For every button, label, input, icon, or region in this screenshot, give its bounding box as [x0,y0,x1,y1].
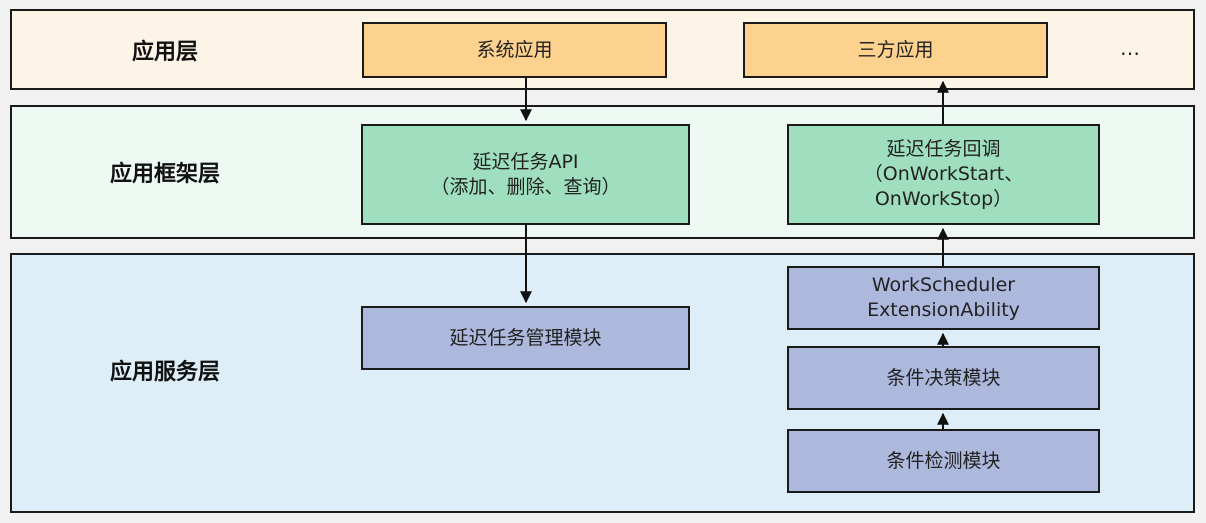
work-scheduler-ability-box: WorkScheduler ExtensionAbility [787,266,1100,330]
more-apps-ellipsis: … [1120,36,1140,60]
deferred-task-manager-box: 延迟任务管理模块 [361,306,690,370]
service-layer-label: 应用服务层 [109,360,220,385]
condition-decision-box: 条件决策模块 [787,346,1100,410]
condition-decision-label: 条件决策模块 [886,366,1001,389]
condition-detection-label: 条件检测模块 [886,449,1001,472]
deferred-task-callback-box: 延迟任务回调 （OnWorkStart、 OnWorkStop） [787,124,1100,225]
deferred-task-manager-label: 延迟任务管理模块 [449,326,602,349]
deferred-task-callback-line-1: 延迟任务回调 [886,138,1001,160]
system-app-label: 系统应用 [476,38,553,61]
system-app-box: 系统应用 [362,22,667,78]
work-scheduler-line-1: WorkScheduler [871,274,1016,296]
condition-detection-box: 条件检测模块 [787,429,1100,493]
app-layer-label: 应用层 [131,39,198,65]
deferred-task-callback-line-2: （OnWorkStart、 [863,163,1024,185]
work-scheduler-line-2: ExtensionAbility [867,299,1020,321]
deferred-task-api-box: 延迟任务API （添加、删除、查询） [361,124,690,225]
deferred-task-api-line-1: 延迟任务API [472,150,579,173]
deferred-task-api-line-2: （添加、删除、查询） [430,175,621,198]
third-party-app-label: 三方应用 [857,38,934,61]
deferred-task-callback-line-3: OnWorkStop） [874,188,1013,210]
framework-layer-label: 应用框架层 [109,162,220,187]
third-party-app-box: 三方应用 [743,22,1048,78]
